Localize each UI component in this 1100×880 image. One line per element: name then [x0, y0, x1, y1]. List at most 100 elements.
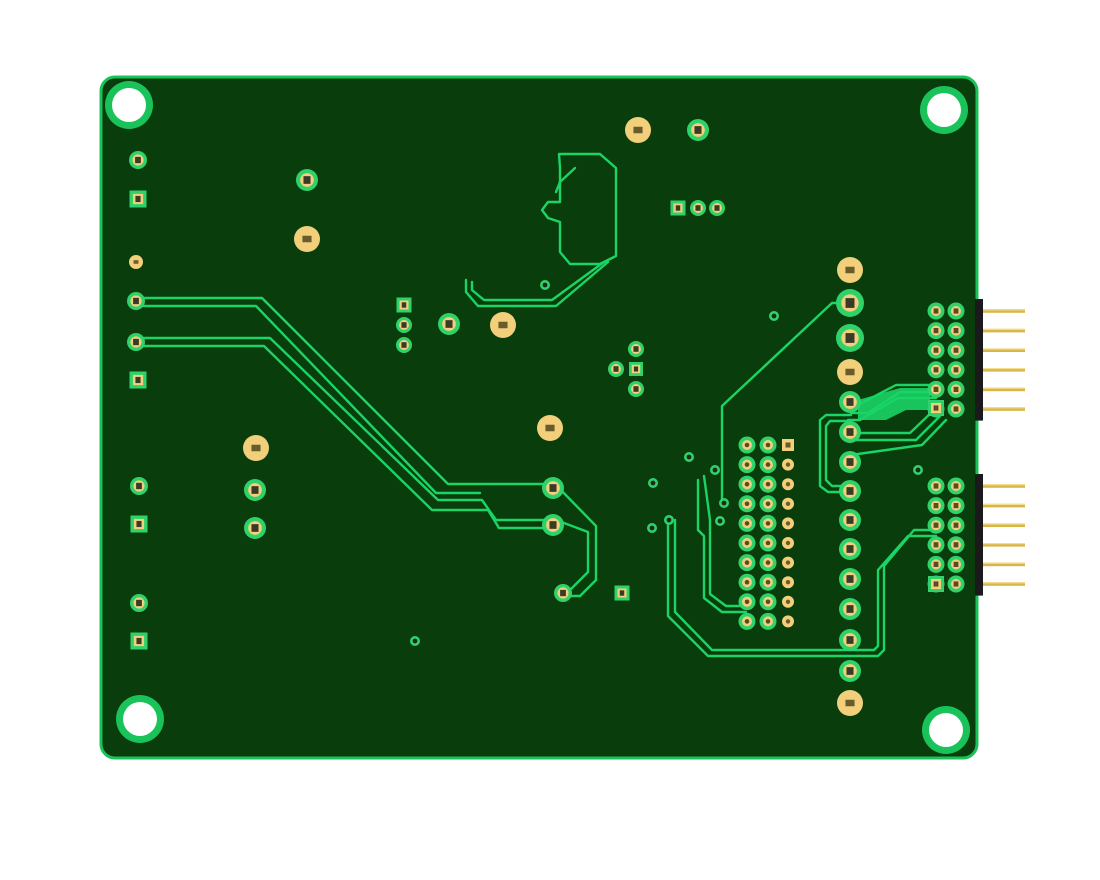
header-pin-pad — [947, 516, 965, 534]
through-hole-pad — [608, 361, 624, 377]
square-pad — [614, 585, 630, 601]
via — [647, 523, 657, 533]
through-hole-pad — [839, 509, 861, 531]
solder-pad — [837, 257, 863, 283]
header-pin-pad — [738, 534, 756, 552]
through-hole-pad — [127, 333, 145, 351]
header-pin-pad — [738, 475, 756, 493]
through-hole-pad — [839, 391, 861, 413]
header-pin-pad — [759, 534, 777, 552]
header-pin-pad — [782, 458, 794, 471]
via — [715, 516, 725, 526]
header-pin-pad — [947, 497, 965, 515]
header-pin-pad — [759, 573, 777, 591]
through-hole-pad — [542, 514, 564, 536]
header-pin-pad — [947, 322, 965, 340]
header-pin-pad — [947, 477, 965, 495]
header-pin-pad — [759, 456, 777, 474]
through-hole-pad — [244, 479, 266, 501]
header-pin-pad — [927, 361, 945, 379]
pin-headers — [927, 299, 1025, 596]
through-hole-pad — [839, 629, 861, 651]
through-hole-pad — [542, 477, 564, 499]
through-hole-pad — [839, 598, 861, 620]
through-hole-pad — [127, 292, 145, 310]
solder-pad — [837, 359, 863, 385]
through-hole-pad — [709, 200, 725, 216]
via — [684, 452, 694, 462]
header-pin-pad — [947, 380, 965, 398]
via — [913, 465, 923, 475]
header-pin-pad — [759, 475, 777, 493]
solder-pad — [625, 117, 651, 143]
through-hole-pad — [836, 324, 864, 352]
header-pin-pad — [782, 537, 794, 549]
via — [710, 465, 720, 475]
through-hole-pad — [129, 151, 147, 169]
square-pad — [130, 632, 148, 650]
solder-pad — [490, 312, 516, 338]
header-pin-pad — [927, 497, 945, 515]
header-pin-pad — [782, 439, 794, 451]
header-pin-pad — [738, 495, 756, 513]
header-pin-pad — [738, 456, 756, 474]
header-pin-pad — [782, 615, 794, 628]
square-pad — [396, 297, 412, 313]
through-hole-pad — [839, 480, 861, 502]
header-pin-pad — [927, 322, 945, 340]
through-hole-pad — [690, 200, 706, 216]
through-hole-pad — [554, 584, 572, 602]
header-pin-pad — [738, 612, 756, 630]
header-pin-pad — [782, 517, 794, 530]
square-pad — [129, 190, 147, 208]
mounting-holes — [105, 81, 970, 754]
header-pin-pad — [947, 302, 965, 320]
header-pin-pad — [782, 556, 794, 569]
through-hole-pad — [396, 317, 412, 333]
header-pin-pad — [759, 593, 777, 611]
header-pin-pad — [759, 495, 777, 513]
header-pin-pad — [947, 361, 965, 379]
square-pad — [130, 515, 148, 533]
header-pin-pad — [738, 554, 756, 572]
header-pin-pad — [738, 436, 756, 454]
header-pin-pad — [782, 497, 794, 510]
center-pin-header — [738, 436, 794, 630]
through-hole-pad — [839, 660, 861, 682]
solder-pad — [537, 415, 563, 441]
header-pin-pad — [927, 380, 945, 398]
through-hole-pad — [628, 341, 644, 357]
through-hole-pad — [839, 451, 861, 473]
through-hole-pad — [130, 594, 148, 612]
through-hole-pad — [244, 517, 266, 539]
through-hole-pad — [438, 313, 460, 335]
header-pin-pad — [782, 478, 794, 491]
solder-pad — [129, 255, 143, 269]
header-pin-pad — [759, 554, 777, 572]
square-pad — [670, 200, 686, 216]
header-pin-pad — [738, 514, 756, 532]
through-hole-pad — [396, 337, 412, 353]
through-hole-pad — [839, 538, 861, 560]
through-hole-pad — [836, 289, 864, 317]
header-pin-pad — [927, 477, 945, 495]
solder-pad — [837, 690, 863, 716]
header-pin-pad — [759, 514, 777, 532]
via — [769, 311, 779, 321]
via — [540, 280, 550, 290]
through-hole-pad — [628, 381, 644, 397]
header-pin-pad — [947, 555, 965, 573]
through-hole-pad — [130, 477, 148, 495]
square-pad — [129, 371, 147, 389]
header-pin-pad — [782, 576, 794, 589]
solder-pad — [294, 226, 320, 252]
via — [648, 478, 658, 488]
header-pin-pad — [927, 516, 945, 534]
square-pad — [629, 362, 643, 376]
copper-pour-patch — [858, 388, 930, 420]
via — [664, 515, 674, 525]
header-pin-pad — [927, 341, 945, 359]
square-pad — [928, 400, 944, 416]
